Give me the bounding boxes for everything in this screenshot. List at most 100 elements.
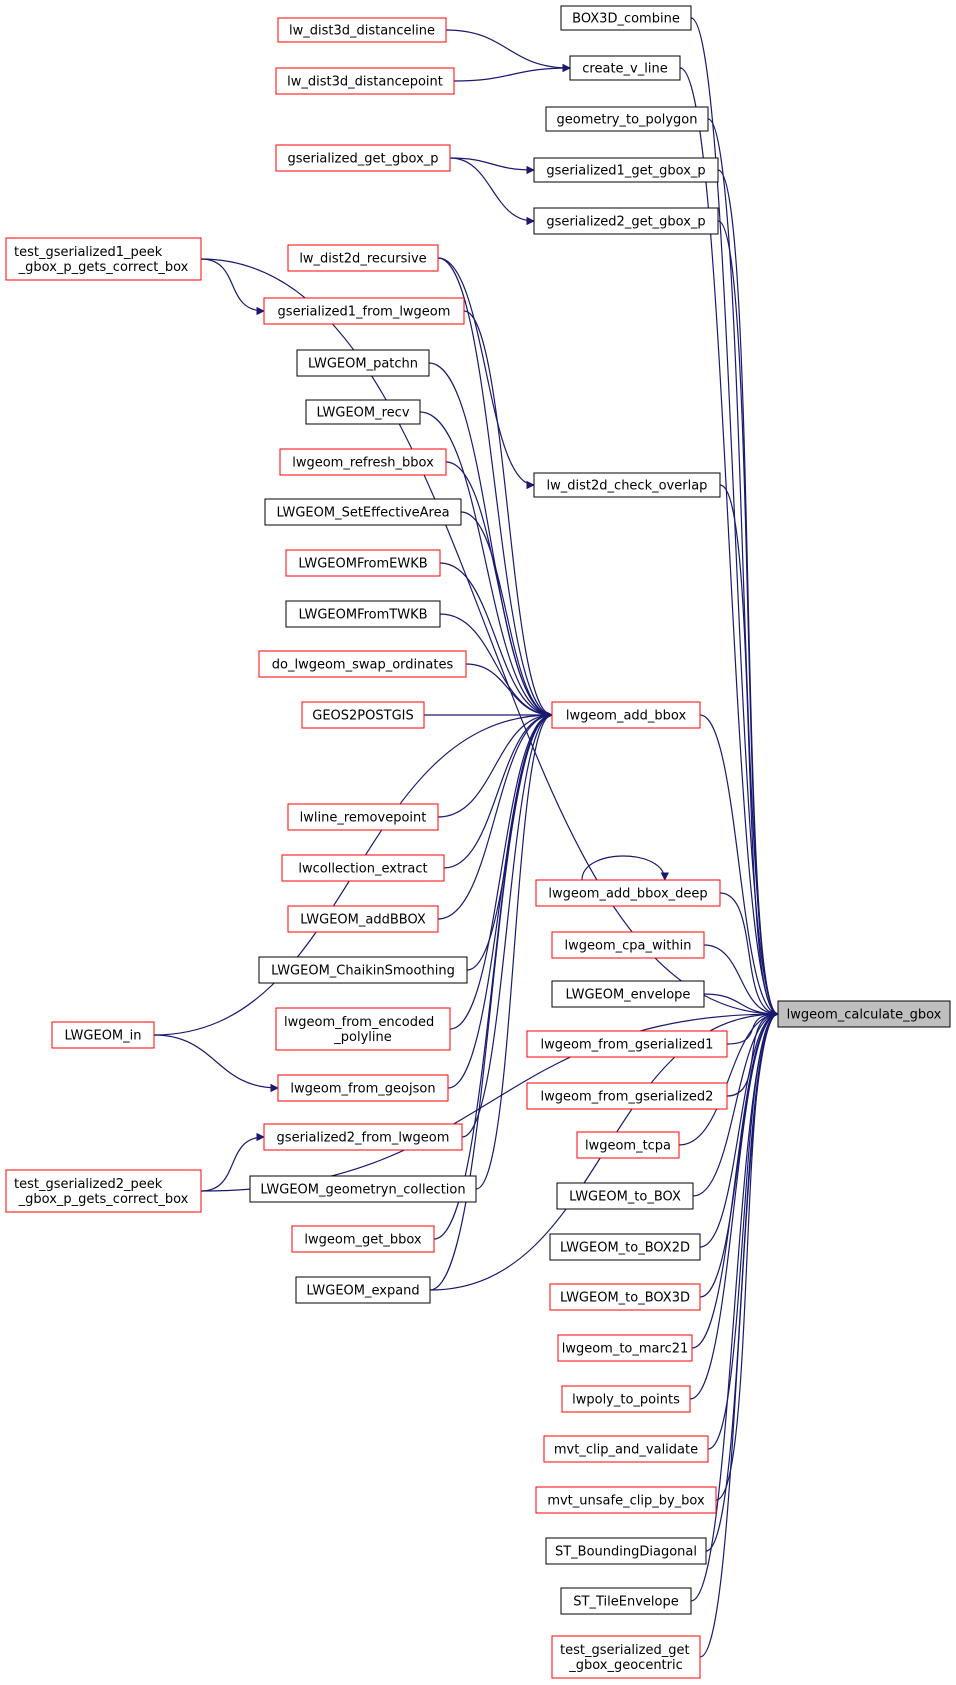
node-box [777, 1000, 951, 1028]
function-node[interactable]: ST_BoundingDiagonal [545, 1537, 707, 1565]
function-node[interactable]: LWGEOM_patchn [296, 349, 430, 377]
function-node[interactable]: LWGEOMFromTWKB [285, 600, 441, 628]
function-node[interactable]: LWGEOM_ChaikinSmoothing [258, 956, 468, 984]
call-edge-n29-to-n21 [449, 710, 553, 1030]
function-node[interactable]: lwgeom_from_encoded_polyline [275, 1007, 451, 1051]
node-box [305, 399, 421, 425]
function-node[interactable]: lwgeom_to_marc21 [557, 1334, 693, 1362]
function-node[interactable]: LWGEOM_SetEffectiveArea [264, 498, 462, 526]
function-node[interactable]: LWGEOM_to_BOX [556, 1182, 694, 1210]
call-edge-n23-to-n21 [443, 710, 553, 869]
node-label: lwpoly_to_points [572, 1393, 680, 1408]
node-label: lw_dist3d_distancepoint [287, 75, 443, 90]
node-label: _polyline [333, 1030, 391, 1045]
function-node[interactable]: geometry_to_polygon [545, 106, 709, 132]
function-node[interactable]: lwline_removepoint [287, 803, 439, 831]
function-node[interactable]: gserialized2_get_gbox_p [533, 207, 719, 235]
function-node[interactable]: test_gserialized_get_gbox_geocentric [551, 1635, 701, 1679]
function-node[interactable]: lwgeom_get_bbox [291, 1225, 435, 1253]
function-node[interactable]: lwcollection_extract [281, 854, 445, 882]
node-label: gserialized_get_gbox_p [287, 152, 438, 167]
node-box [281, 854, 445, 882]
function-node[interactable]: test_gserialized1_peek_gbox_p_gets_corre… [5, 237, 202, 281]
function-node[interactable]: LWGEOM_geometryn_collection [249, 1175, 477, 1203]
node-box [526, 1030, 728, 1058]
function-node[interactable]: LWGEOM_in [51, 1021, 155, 1049]
function-node[interactable]: GEOS2POSTGIS [301, 701, 425, 729]
node-label: GEOS2POSTGIS [312, 709, 413, 724]
call-edge-n9-to-n11 [200, 258, 265, 316]
node-label: lwgeom_from_gserialized1 [541, 1038, 714, 1053]
node-label: mvt_clip_and_validate [554, 1443, 698, 1458]
node-label: mvt_unsafe_clip_by_box [547, 1494, 705, 1509]
node-label: do_lwgeom_swap_ordinates [272, 658, 454, 673]
call-edge-n22-to-n21 [437, 710, 553, 818]
function-node[interactable]: lwgeom_from_gserialized2 [526, 1082, 728, 1110]
node-box [551, 701, 701, 729]
call-edge-n4-to-n2 [453, 63, 571, 82]
node-box [285, 549, 441, 577]
function-node[interactable]: create_v_line [569, 55, 681, 81]
function-node[interactable]: lwgeom_cpa_within [551, 931, 705, 959]
function-node[interactable]: lwgeom_tcpa [576, 1131, 680, 1159]
function-node[interactable]: lw_dist3d_distancepoint [275, 67, 455, 95]
call-edge-n26-to-n0 [703, 944, 779, 1019]
function-node[interactable]: LWGEOM_to_BOX2D [549, 1233, 701, 1261]
node-box [275, 144, 451, 172]
call-edge-n13-to-n21 [419, 411, 553, 720]
function-node[interactable]: ST_TileEnvelope [560, 1587, 692, 1615]
node-box [551, 1635, 701, 1679]
call-edge-n35-to-n0 [678, 1009, 779, 1146]
call-edge-n28-to-n0 [703, 993, 779, 1019]
call-edge-n25-to-n25 [581, 855, 669, 881]
function-node[interactable]: mvt_clip_and_validate [543, 1435, 709, 1463]
function-node[interactable]: mvt_unsafe_clip_by_box [535, 1486, 717, 1514]
function-node[interactable]: do_lwgeom_swap_ordinates [258, 650, 467, 678]
node-label: ST_TileEnvelope [573, 1595, 678, 1610]
function-node[interactable]: LWGEOM_expand [295, 1276, 431, 1304]
function-node[interactable]: lwpoly_to_points [561, 1385, 691, 1413]
node-box [287, 905, 439, 933]
node-box [549, 1233, 701, 1261]
function-node[interactable]: gserialized_get_gbox_p [275, 144, 451, 172]
function-node[interactable]: BOX3D_combine [560, 5, 692, 31]
node-box [557, 1334, 693, 1362]
function-node[interactable]: lw_dist2d_recursive [287, 244, 439, 272]
node-box [258, 956, 468, 984]
function-node[interactable]: lwgeom_from_geojson [277, 1074, 449, 1102]
node-box [249, 1175, 477, 1203]
node-label: lwgeom_get_bbox [304, 1233, 422, 1248]
function-node[interactable]: lwgeom_from_gserialized1 [526, 1030, 728, 1058]
node-box [533, 207, 719, 235]
node-label: geometry_to_polygon [556, 113, 697, 128]
call-edge-n8-to-n0 [717, 220, 779, 1019]
function-node[interactable]: LWGEOM_envelope [551, 980, 705, 1008]
node-label: LWGEOM_to_BOX3D [560, 1291, 690, 1306]
function-node[interactable]: lw_dist2d_check_overlap [533, 472, 721, 498]
function-node[interactable]: lwgeom_calculate_gbox [777, 1000, 951, 1028]
node-label: gserialized1_from_lwgeom [278, 305, 451, 320]
function-node[interactable]: LWGEOM_recv [305, 399, 421, 425]
node-label: lwline_removepoint [300, 811, 427, 826]
node-label: LWGEOM_patchn [308, 357, 418, 372]
function-node[interactable]: test_gserialized2_peek_gbox_p_gets_corre… [5, 1169, 202, 1213]
node-label: create_v_line [582, 62, 667, 77]
node-box [556, 1182, 694, 1210]
function-node[interactable]: LWGEOM_to_BOX3D [549, 1283, 701, 1311]
function-node[interactable]: LWGEOM_addBBOX [287, 905, 439, 933]
function-node[interactable]: lwgeom_refresh_bbox [279, 448, 447, 476]
node-label: lwcollection_extract [298, 862, 427, 877]
function-node[interactable]: gserialized1_get_gbox_p [533, 157, 719, 183]
function-node[interactable]: gserialized1_from_lwgeom [263, 297, 465, 325]
function-node[interactable]: LWGEOMFromEWKB [285, 549, 441, 577]
function-node[interactable]: gserialized2_from_lwgeom [263, 1123, 463, 1151]
call-edge-n17-to-n21 [439, 562, 553, 720]
function-node[interactable]: lwgeom_add_bbox_deep [535, 879, 721, 907]
node-label: LWGEOM_ChaikinSmoothing [271, 964, 455, 979]
node-label: test_gserialized2_peek [14, 1177, 163, 1192]
function-node[interactable]: lwgeom_add_bbox [551, 701, 701, 729]
node-label: gserialized1_get_gbox_p [546, 164, 705, 179]
node-label: LWGEOM_addBBOX [300, 913, 426, 928]
node-box [545, 1537, 707, 1565]
function-node[interactable]: lw_dist3d_distanceline [277, 17, 447, 43]
